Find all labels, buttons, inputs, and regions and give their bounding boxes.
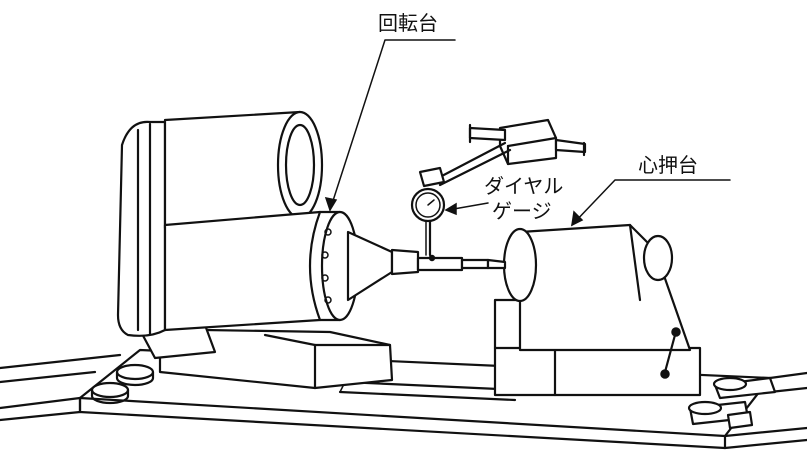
dial-gauge-label-line1: ダイヤル [484, 174, 563, 198]
rotary-table-leader [329, 39, 456, 211]
tailstock-label: 心押台 [638, 153, 698, 177]
tailstock-leader [571, 179, 731, 226]
tailstock-unit [486, 223, 702, 397]
rotary-table-label: 回転台 [378, 11, 438, 35]
dial-gauge-assembly [410, 118, 587, 262]
dial-gauge-label-line2: ゲージ [492, 199, 552, 223]
leader-lines [324, 39, 731, 227]
rotary-table-unit [116, 110, 490, 390]
